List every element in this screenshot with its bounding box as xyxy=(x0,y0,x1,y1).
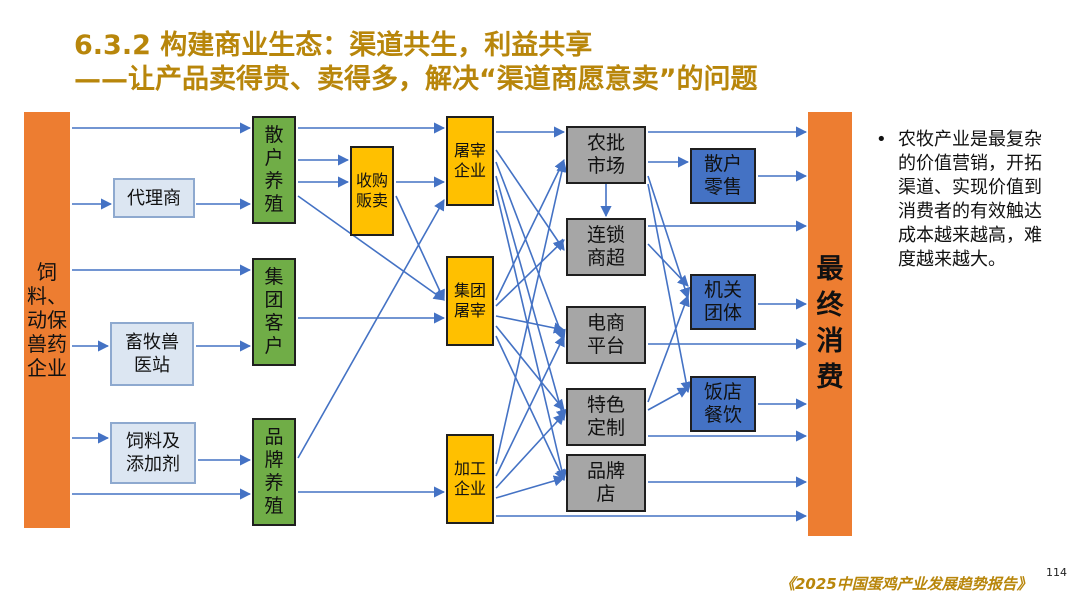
wholesale-market-label: 农批市场 xyxy=(586,132,625,177)
scatter-farming-label: 散户养殖 xyxy=(264,124,284,215)
group-client-label: 集团客户 xyxy=(264,266,284,357)
brand-farming-label: 品牌养殖 xyxy=(264,426,284,517)
feed-vet-enterprise-box: 饲料、动保兽药企业 xyxy=(24,112,70,528)
chain-supermarket-box: 连锁商超 xyxy=(566,218,646,276)
processing-enterprise-label: 加工企业 xyxy=(453,459,486,498)
institution-box: 机关团体 xyxy=(690,274,756,330)
page-title: 6.3.2 构建商业生态：渠道共生，利益共享 xyxy=(74,30,593,61)
flow-arrow xyxy=(297,195,445,301)
flow-arrow xyxy=(495,175,567,422)
vet-station-box: 畜牧兽医站 xyxy=(110,322,194,386)
flow-arrow xyxy=(495,158,565,301)
restaurant-label: 饭店餐饮 xyxy=(703,381,742,426)
page-number: 114 xyxy=(1046,566,1067,579)
final-consumer-box: 最终消费 xyxy=(808,112,852,536)
page-subtitle: ——让产品卖得贵、卖得多，解决“渠道商愿意卖”的问题 xyxy=(74,64,758,95)
flow-arrow xyxy=(495,315,566,334)
feed-additive-box: 饲料及添加剂 xyxy=(110,422,196,484)
group-slaughter-box: 集团屠宰 xyxy=(446,256,494,346)
scatter-farming-box: 散户养殖 xyxy=(252,116,296,224)
flow-arrow xyxy=(495,160,568,465)
flow-arrow xyxy=(647,387,689,411)
slaughter-enterprise-label: 屠宰企业 xyxy=(453,141,486,180)
agent-box: 代理商 xyxy=(113,178,195,218)
scatter-retail-label: 散户零售 xyxy=(703,153,742,198)
slaughter-enterprise-box: 屠宰企业 xyxy=(446,116,494,206)
flow-arrow xyxy=(495,149,565,251)
scatter-retail-box: 散户零售 xyxy=(690,148,756,204)
flow-arrow xyxy=(495,239,565,307)
agent-label: 代理商 xyxy=(127,187,181,209)
bullet-dot: • xyxy=(876,129,887,150)
ecommerce-box: 电商平台 xyxy=(566,306,646,364)
flow-arrow xyxy=(495,189,568,482)
institution-label: 机关团体 xyxy=(703,279,742,324)
chain-supermarket-label: 连锁商超 xyxy=(586,224,625,269)
brand-farming-box: 品牌养殖 xyxy=(252,418,296,526)
flow-arrow xyxy=(495,161,566,342)
footer-source: 《2025中国蛋鸡产业发展趋势报告》 xyxy=(780,575,1032,593)
bullet-note: • 农牧产业是最复杂的价值营销，开拓渠道、实现价值到消费者的有效触达成本越来越高… xyxy=(876,128,1046,272)
flow-arrow xyxy=(495,475,566,499)
feed-vet-enterprise-label: 饲料、动保兽药企业 xyxy=(27,260,67,380)
brand-store-box: 品牌店 xyxy=(566,454,646,512)
flow-arrow xyxy=(297,199,445,459)
brand-store-label: 品牌店 xyxy=(586,460,625,505)
collector-label: 收购贩卖 xyxy=(356,171,389,210)
custom-label: 特色定制 xyxy=(586,394,625,439)
flow-arrow xyxy=(647,294,690,403)
processing-enterprise-box: 加工企业 xyxy=(446,434,494,524)
flow-arrow xyxy=(495,413,565,489)
flow-arrow xyxy=(647,243,689,287)
wholesale-market-box: 农批市场 xyxy=(566,126,646,184)
flow-arrow xyxy=(647,183,692,394)
flow-arrow xyxy=(495,335,565,482)
flow-arrow xyxy=(495,325,565,411)
restaurant-box: 饭店餐饮 xyxy=(690,376,756,432)
custom-box: 特色定制 xyxy=(566,388,646,446)
group-client-box: 集团客户 xyxy=(252,258,296,366)
collector-box: 收购贩卖 xyxy=(350,146,394,236)
group-slaughter-label: 集团屠宰 xyxy=(453,281,486,320)
vet-station-label: 畜牧兽医站 xyxy=(125,332,179,376)
ecommerce-label: 电商平台 xyxy=(586,312,625,357)
flow-arrow xyxy=(395,195,445,302)
final-consumer-label: 最终消费 xyxy=(816,254,844,393)
flow-arrow xyxy=(495,334,565,477)
bullet-text: 农牧产业是最复杂的价值营销，开拓渠道、实现价值到消费者的有效触达成本越来越高，难… xyxy=(898,129,1042,270)
feed-additive-label: 饲料及添加剂 xyxy=(126,431,180,475)
